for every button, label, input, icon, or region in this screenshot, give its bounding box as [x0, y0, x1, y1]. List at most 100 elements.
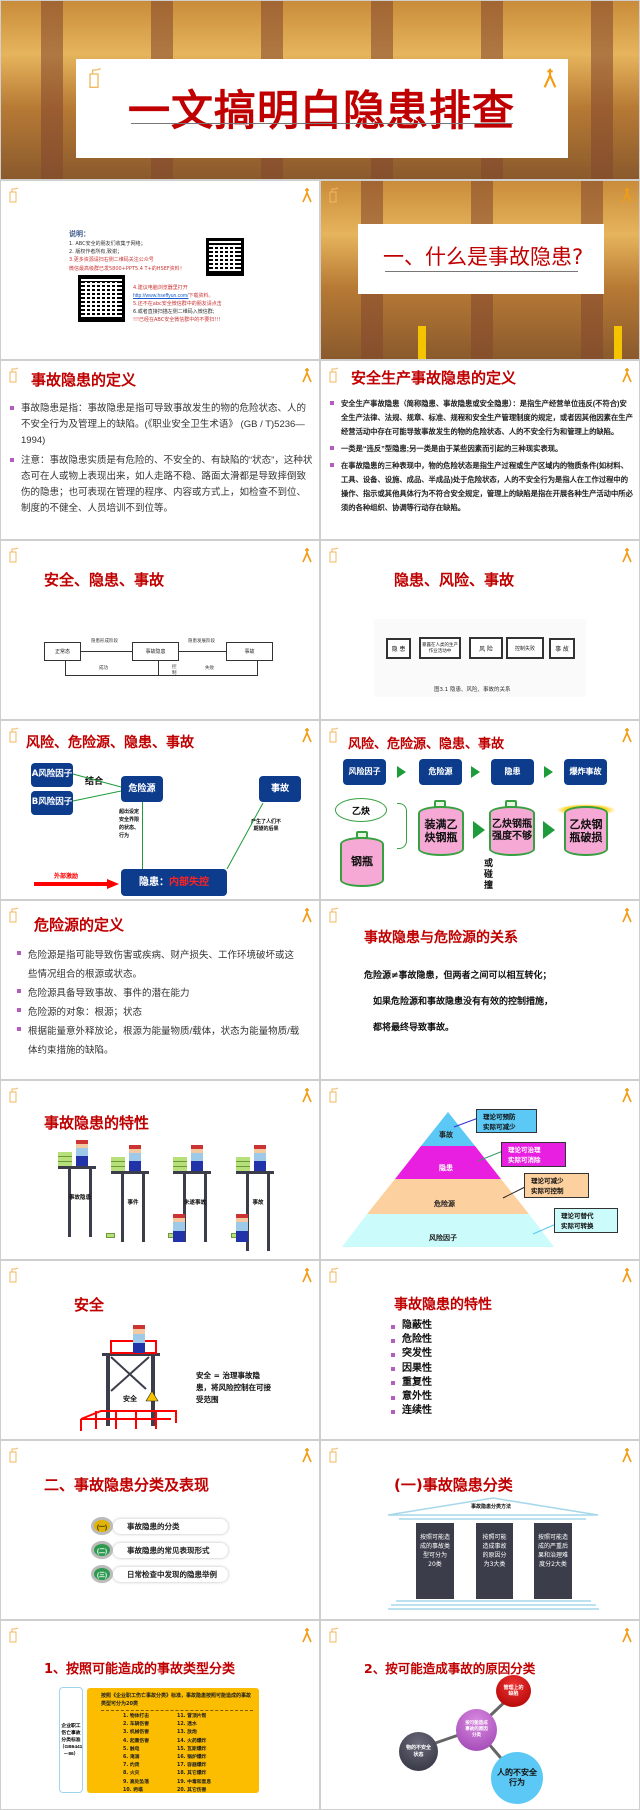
box-hidden-danger: 隐患：内部失控	[121, 869, 227, 896]
accident-type: 7. 灼烫	[123, 1763, 140, 1769]
slide-title: 2、按可能造成事故的原因分类	[364, 1661, 536, 1676]
step-box: 风险因子	[343, 759, 386, 785]
yellow-bracket-left	[418, 326, 426, 359]
bullet-item: 一类是“违反”型隐患;另一类是由于某些因素而引起的三种现实表现。	[329, 442, 634, 456]
bullet-list: 安全生产事故隐患（简称隐患、事故隐患或安全隐患）：是指生产经营单位违反(不符合)…	[329, 397, 634, 515]
pliers-icon	[622, 1088, 632, 1103]
menu-item[interactable]: 事故隐患的分类	[113, 1519, 228, 1534]
menu-item-label: 事故隐患的常见表现形式	[127, 1546, 210, 1555]
slide-hazard-characteristics-illustration[interactable]: 事故隐患的特性 事故隐患 事件 未遂事故 事故	[0, 1080, 320, 1260]
slide-section-1[interactable]: 一、什么是事故隐患?	[320, 180, 640, 360]
slide-characteristics-list[interactable]: 事故隐患的特性 隐蔽性危险性突发性因果性重复性意外性连续性	[320, 1260, 640, 1440]
fire-extinguisher-icon	[9, 187, 19, 203]
slide-accident-types[interactable]: 1、按照可能造成的事故类型分类 企业职工伤亡事故分类标准（GB6441－86） …	[0, 1620, 320, 1810]
fire-extinguisher-icon	[9, 1087, 19, 1103]
slide-section-2[interactable]: 二、事故隐患分类及表现 事故隐患的分类 (一)事故隐患的常见表现形式 (二)日常…	[0, 1440, 320, 1620]
arrow-label: 隐患形成阶段	[91, 639, 118, 644]
box-risk-factor-b: B风险因子	[31, 791, 73, 815]
notes-line: 1. ABC安全的朋友们收集于网络；	[69, 241, 146, 247]
box-normal: 正常态	[44, 642, 81, 661]
pyramid-layer	[395, 1146, 501, 1179]
accident-type: 17. 容器爆炸	[177, 1763, 207, 1769]
slide-hazard-risk-accident[interactable]: 隐患、风险、事故 隐 患 暴露在人类的生产作业活动中 风 险 控制失败 事 故 …	[320, 540, 640, 720]
pillar-label: 事故隐患	[68, 1195, 91, 1201]
menu-item-label: 事故隐患的分类	[127, 1522, 180, 1531]
falling-brick	[106, 1233, 115, 1238]
pliers-icon	[302, 1448, 312, 1463]
relationship-line: 危险源≠事故隐患，但两者之间可以相互转化；	[364, 971, 552, 981]
pliers-icon	[622, 548, 632, 563]
cylinder-broken: 乙炔钢瓶破损	[564, 806, 608, 856]
external-arrowhead	[107, 879, 119, 889]
fire-extinguisher-icon	[89, 68, 101, 88]
slide-hazard-relationship[interactable]: 事故隐患与危险源的关系 危险源≠事故隐患，但两者之间可以相互转化； 如果危险源和…	[320, 900, 640, 1080]
cylinder-empty: 钢瓶	[340, 837, 384, 887]
pliers-icon	[302, 908, 312, 923]
bullet-list: 危险源是指可能导致伤害或疾病、财产损失、工作环境破坏或这些情况组合的根源或状态。…	[16, 946, 301, 1060]
characteristic-item: 因果性	[390, 1362, 432, 1376]
slide-title: 风险、危险源、隐患、事故	[26, 735, 194, 751]
arrow-icon	[397, 766, 406, 778]
slide-safety[interactable]: 安全 安全 安全 = 治理事故隐患，将风险控制在可接受范围	[0, 1260, 320, 1440]
slide-title: 安全	[74, 1296, 105, 1314]
title-underline	[131, 123, 513, 124]
yellow-bracket-right	[614, 326, 622, 359]
notes-heading: 说明：	[69, 230, 90, 238]
characteristic-item: 隐蔽性	[390, 1319, 432, 1333]
feedback-line	[65, 661, 258, 676]
callout-box: 理论可治理 实际可消除	[501, 1142, 566, 1167]
label-exceed: 超出设定安全界限的状态、行为	[119, 809, 140, 839]
slide-acetylene-example[interactable]: 风险、危险源、隐患、事故 风险因子 危险源 隐患 爆炸事故 乙炔 钢瓶 装满乙炔…	[320, 720, 640, 900]
menu-number-badge: (二)	[91, 1541, 113, 1559]
slide-title: 隐患、风险、事故	[394, 571, 515, 589]
fire-extinguisher-icon	[9, 727, 19, 743]
types-heading: 按照《企业职工伤亡事故分类》标准，事故隐患按照可能造成的事故类型可分为20类	[101, 1692, 253, 1711]
box-accident: 事故	[226, 642, 273, 661]
box-risk: 风 险	[469, 637, 503, 659]
slide-safety-hazard-accident[interactable]: 安全、隐患、事故 正常态 事故隐患 事故 隐患形成阶段 隐患发展阶段 成功 控制…	[0, 540, 320, 720]
scaffold-leg	[89, 1169, 92, 1237]
slide-cover[interactable]: 一文搞明白隐患排查	[0, 0, 640, 180]
download-link[interactable]: http://www.hseffyun.com/	[133, 293, 189, 299]
characteristic-item: 重复性	[390, 1376, 432, 1390]
accident-type: 18. 其它爆炸	[177, 1771, 207, 1777]
slide-cause-classification[interactable]: 2、按可能造成事故的原因分类 管理上的缺陷 按可能造成事故的原因分类 物的不安全…	[320, 1620, 640, 1810]
label-control: 控制	[172, 665, 177, 676]
scaffold-leg	[151, 1356, 155, 1426]
scaffold-platform	[111, 1171, 149, 1174]
box-hazard-source: 危险源	[121, 776, 163, 802]
slide-safety-hazard-definition[interactable]: 安全生产事故隐患的定义 安全生产事故隐患（简称隐患、事故隐患或安全隐患）：是指生…	[320, 360, 640, 540]
feedback-divider	[158, 661, 159, 676]
menu-item[interactable]: 事故隐患的常见表现形式	[113, 1543, 228, 1558]
menu-item[interactable]: 日常检查中发现的隐患举例	[113, 1567, 228, 1582]
bullet-list: 事故隐患是指：事故隐患是指可导致事故发生的物的危险状态、人的不安全行为及管理上的…	[9, 401, 314, 517]
slide-title: (一)事故隐患分类	[394, 1476, 513, 1494]
pliers-icon	[302, 548, 312, 563]
slide-hazard-source-definition[interactable]: 危险源的定义 危险源是指可能导致伤害或疾病、财产损失、工作环境破坏或这些情况组合…	[0, 900, 320, 1080]
slide-notes[interactable]: 说明： 1. ABC安全的朋友们收集于网络； 2. 版权作者所有,致谢； 3.更…	[0, 180, 320, 360]
connector-arrows	[72, 773, 264, 870]
cylinder-weak: 乙炔钢瓶强度不够	[489, 806, 535, 856]
slide-risk-chain[interactable]: 风险、危险源、隐患、事故 A风险因子 B风险因子 结合 危险源 事故 超出设定安…	[0, 720, 320, 900]
characteristics-list: 隐蔽性危险性突发性因果性重复性意外性连续性	[390, 1319, 432, 1418]
scaffold-leg	[204, 1174, 207, 1242]
slide-pyramid[interactable]: 事故 隐患 危险源 风险因子 理论可预防 实际可减少 理论可治理 实际可消除 理…	[320, 1080, 640, 1260]
label-consequence: 产生了人们不期望的后果	[250, 819, 281, 832]
menu-number-badge: (三)	[91, 1565, 113, 1583]
brick-stack	[236, 1157, 250, 1171]
box-hazard: 隐 患	[386, 638, 411, 659]
arrow-icon	[471, 766, 480, 778]
arrow-icon	[543, 821, 555, 839]
bullet-item: 危险源是指可能导致伤害或疾病、财产损失、工作环境破坏或这些情况组合的根源或状态。	[16, 946, 301, 984]
pyramid-layer	[367, 1179, 529, 1214]
slide-classification-methods[interactable]: (一)事故隐患分类 事故隐患分类方法 按照可能造成的事故类型可分为20类 按照可…	[320, 1440, 640, 1620]
characteristic-item: 危险性	[390, 1333, 432, 1347]
figure-caption: 图3.1 隐患、风险、事故的关系	[434, 687, 511, 693]
slide-accident-hazard-definition[interactable]: 事故隐患的定义 事故隐患是指：事故隐患是指可导致事故发生的物的危险状态、人的不安…	[0, 360, 320, 540]
arrow-label: 隐患发展阶段	[188, 639, 215, 644]
fire-extinguisher-icon	[329, 1447, 339, 1463]
characteristic-item: 突发性	[390, 1347, 432, 1361]
notes-line: 2. 版权作者所有,致谢；	[69, 249, 122, 255]
worker-figure	[133, 1325, 145, 1353]
node-management: 管理上的缺陷	[496, 1675, 531, 1707]
